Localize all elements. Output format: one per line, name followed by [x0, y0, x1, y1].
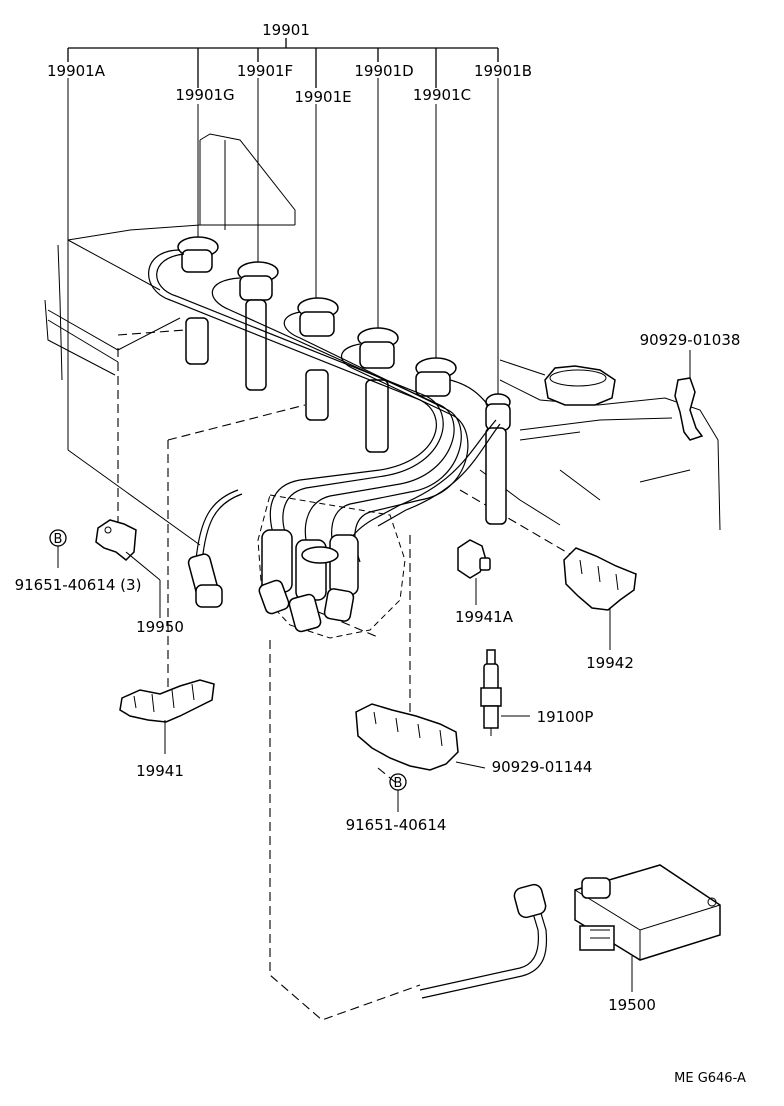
- label-19100p: 19100P: [537, 708, 594, 726]
- dashed-reference-lines: [117, 329, 581, 1021]
- label-19950: 19950: [136, 618, 184, 636]
- wire-clamp-19941a-icon: [457, 539, 491, 605]
- label-91651-40614-3: 91651-40614 (3): [15, 576, 142, 594]
- callout-tree-19901: [67, 38, 499, 546]
- label-19901f: 19901F: [237, 62, 293, 80]
- label-19941: 19941: [136, 762, 184, 780]
- ignition-coil-icon: [574, 864, 721, 992]
- label-90929-01144: 90929-01144: [492, 758, 593, 776]
- drawing-code: ME G646-A: [674, 1071, 746, 1086]
- wire-clamp-19942-icon: [563, 547, 637, 650]
- label-19901e: 19901E: [294, 88, 351, 106]
- coil-lead-icon: [419, 883, 548, 999]
- bolt-symbol-icon: B: [49, 529, 67, 568]
- spark-plug-boots: [177, 236, 511, 525]
- coil-wire-19901a-icon: [187, 489, 243, 608]
- bolt-symbol-letter: B: [54, 532, 63, 547]
- label-19901b: 19901B: [474, 62, 532, 80]
- spark-plug-icon: [480, 649, 530, 736]
- distributor-icon: [257, 494, 406, 639]
- label-19901g: 19901G: [175, 86, 234, 104]
- label-91651-40614: 91651-40614: [346, 816, 447, 834]
- label-19942: 19942: [586, 654, 634, 672]
- label-19901a: 19901A: [47, 62, 106, 80]
- wire-clamp-90929-01144-icon: [355, 703, 486, 771]
- bolt-symbol-icon-2: B: [389, 773, 407, 812]
- label-19941a: 19941A: [455, 608, 514, 626]
- wire-clamp-19950-icon: [95, 519, 161, 618]
- label-90929-01038: 90929-01038: [640, 331, 741, 349]
- label-19901: 19901: [262, 21, 310, 39]
- ignition-cable-bundle: [148, 249, 501, 576]
- bolt-symbol-letter-2: B: [394, 776, 403, 791]
- oil-filler-cap-icon: [544, 365, 616, 406]
- label-19901c: 19901C: [413, 86, 471, 104]
- label-19901d: 19901D: [354, 62, 413, 80]
- bracket-90929-01038-icon: [674, 350, 704, 441]
- label-19500: 19500: [608, 996, 656, 1014]
- wire-clamp-19941-icon: [119, 679, 215, 754]
